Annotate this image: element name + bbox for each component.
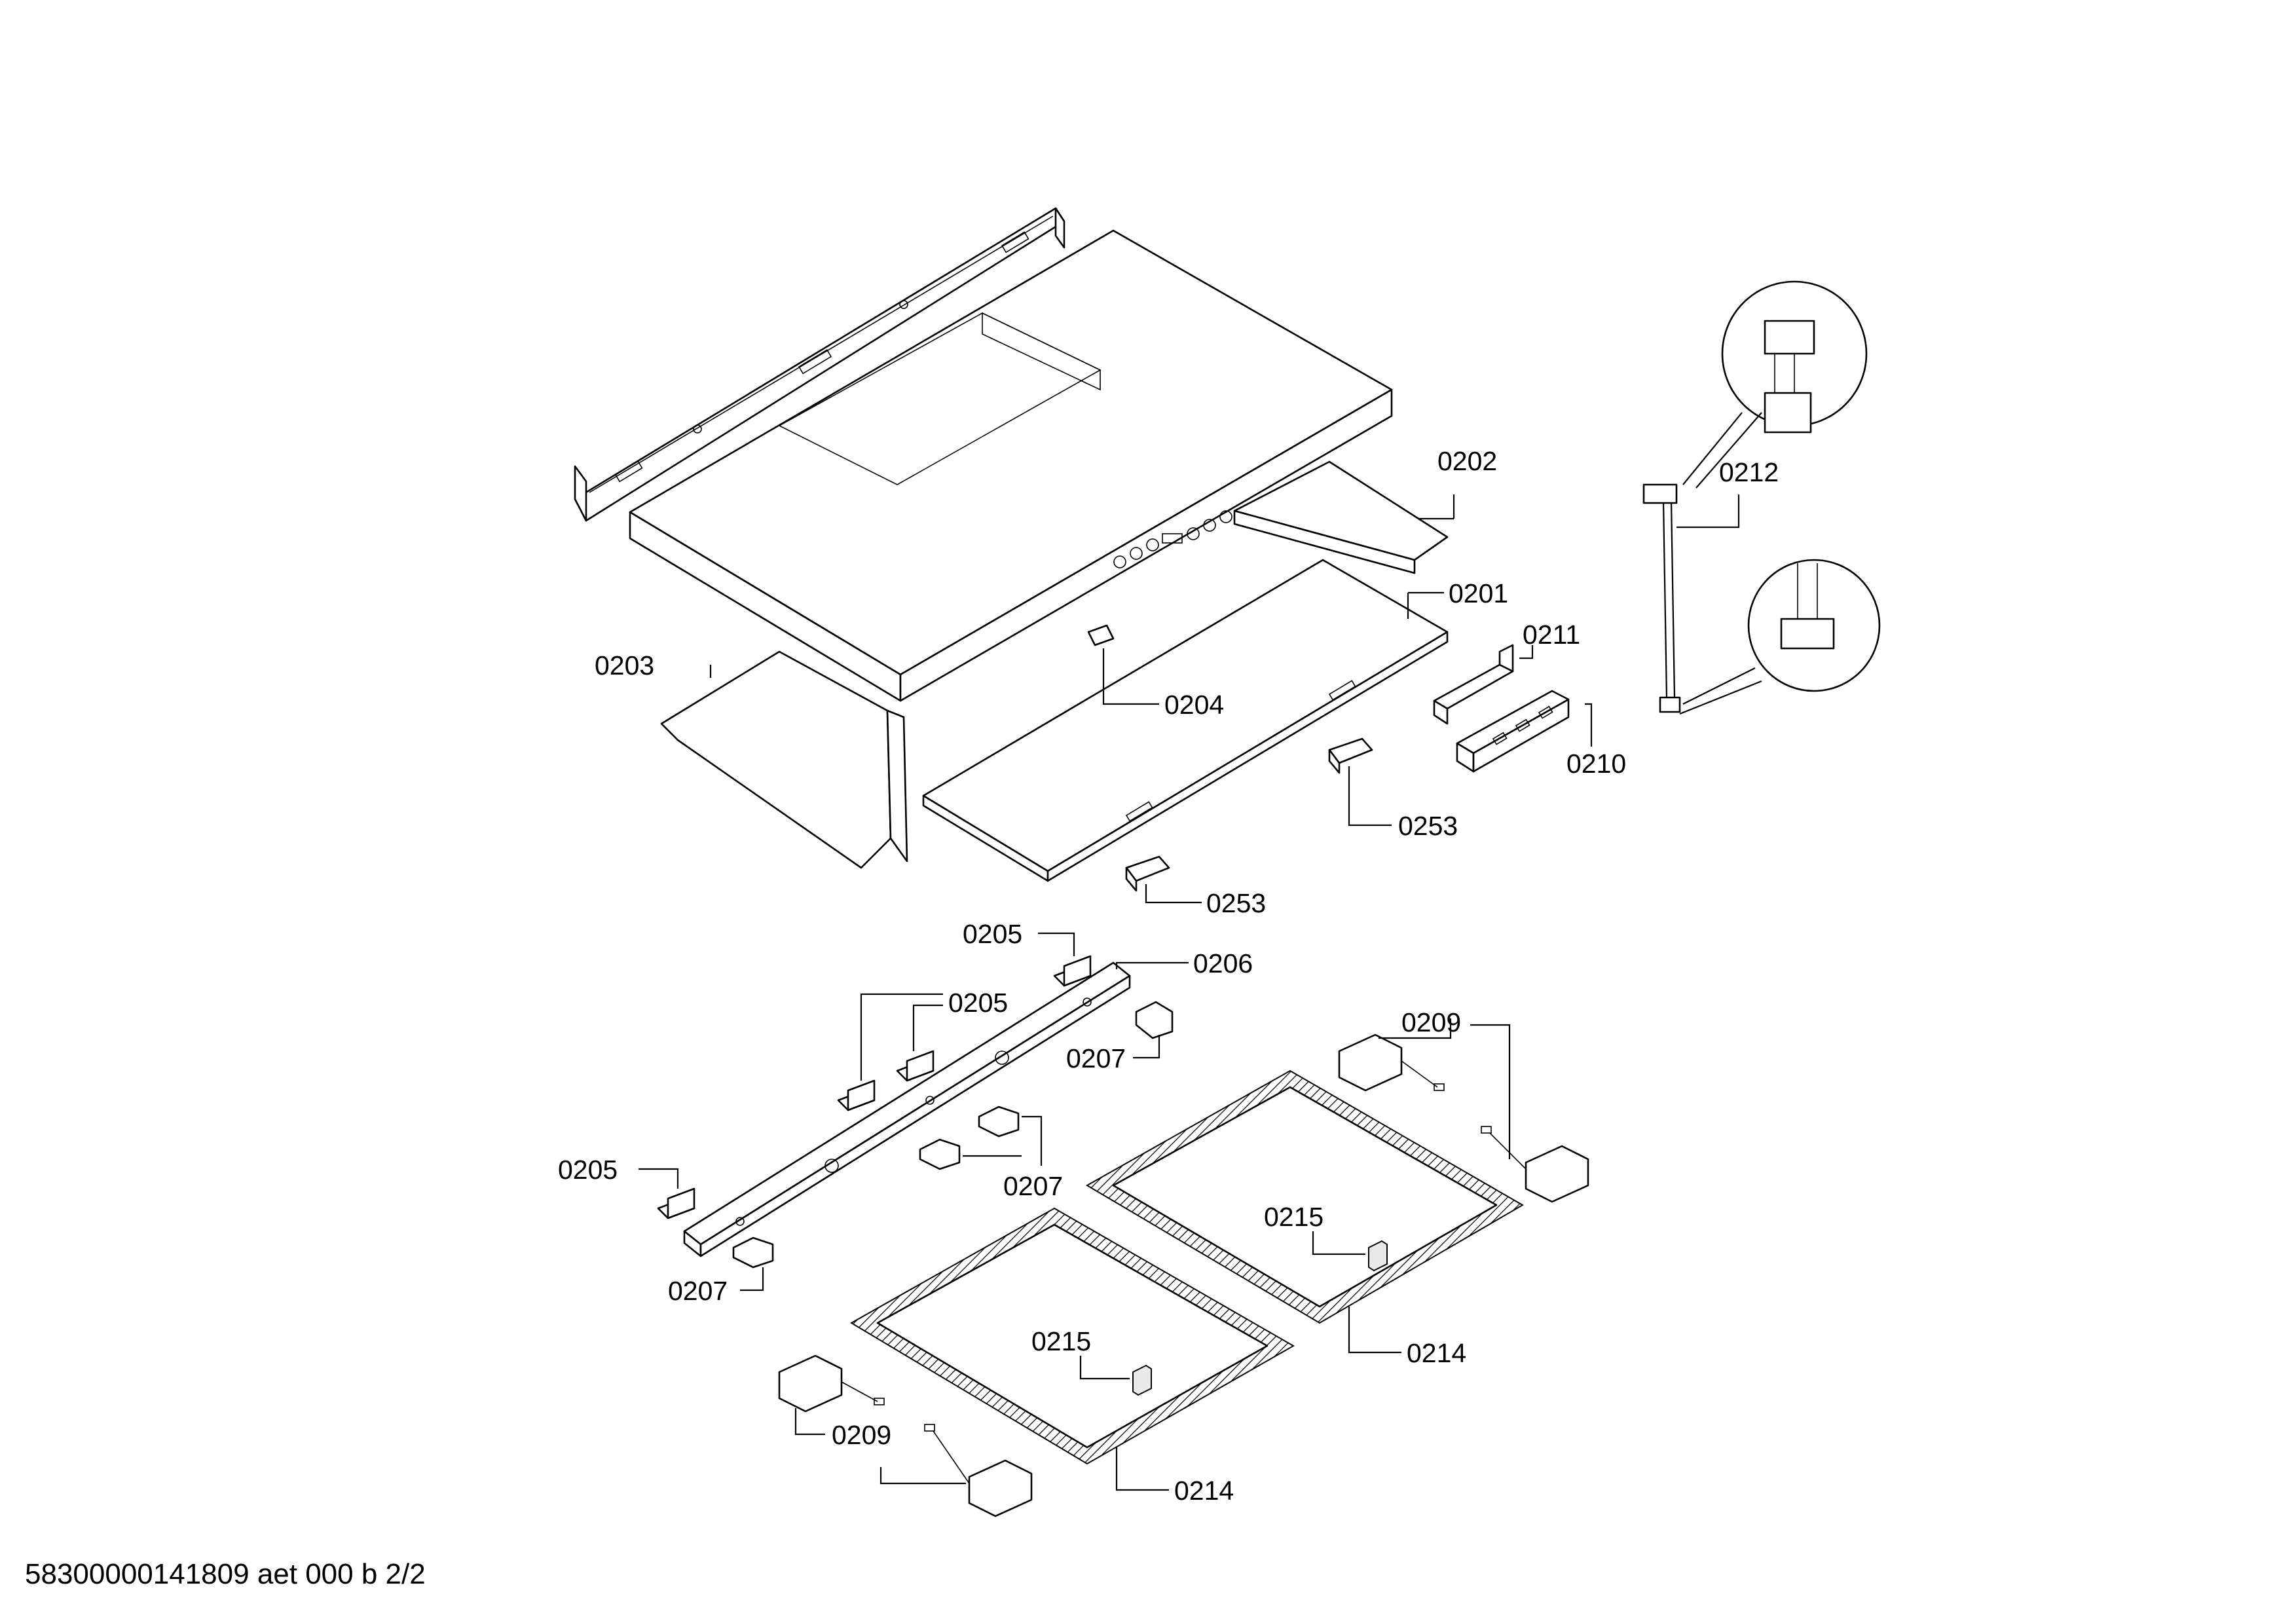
part-0207-guide-right: 0207: [1066, 1001, 1174, 1073]
part-0211-bracket: 0211: [1433, 620, 1580, 725]
part-0202-side-panel: 0202: [1233, 446, 1497, 574]
label-0202: 0202: [1437, 446, 1497, 476]
part-0215-handle-lower: 0215: [1031, 1326, 1152, 1396]
part-0205-bracket-top: 0205: [963, 919, 1092, 987]
part-0207-guide-middle: 0207: [919, 1106, 1063, 1201]
label-0207-middle: 0207: [1003, 1171, 1063, 1201]
label-0253-upper: 0253: [1398, 811, 1458, 841]
label-0206: 0206: [1193, 948, 1253, 978]
label-0207-left: 0207: [668, 1276, 728, 1306]
label-0209-lower: 0209: [832, 1420, 891, 1450]
part-0210-control-module: 0210: [1456, 690, 1626, 779]
label-0204: 0204: [1164, 690, 1224, 720]
part-0214-filter-upper: 0214: [1086, 1069, 1524, 1368]
label-0207-right: 0207: [1066, 1043, 1126, 1073]
label-0253-lower: 0253: [1206, 888, 1266, 918]
label-0210: 0210: [1566, 749, 1626, 779]
label-0214-lower: 0214: [1174, 1476, 1234, 1506]
part-0209-lamp-upper-right: 0209: [1338, 1007, 1589, 1203]
label-0205-top: 0205: [963, 919, 1022, 949]
hood-body: [629, 229, 1393, 702]
part-0207-guide-left: 0207: [668, 1236, 774, 1306]
label-0215-upper: 0215: [1264, 1202, 1324, 1232]
label-0201: 0201: [1449, 578, 1508, 608]
part-0205-bracket-middle: 0205: [837, 988, 1008, 1111]
part-0209-lamp-lower-left: 0209: [778, 1354, 1033, 1517]
label-0215-lower: 0215: [1031, 1326, 1091, 1356]
part-0214-filter-lower: 0214: [850, 1207, 1295, 1506]
label-0205-left: 0205: [558, 1155, 618, 1185]
part-0205-bracket-left: 0205: [558, 1155, 695, 1219]
label-0205-middle: 0205: [948, 988, 1008, 1018]
control-buttons: [1113, 510, 1232, 568]
part-0212-wire-harness: 0212: [1642, 280, 1881, 715]
label-0209-upper: 0209: [1401, 1007, 1461, 1037]
part-0201-bottom-panel: 0201: [922, 559, 1508, 882]
part-0203-side-panel: 0203: [595, 650, 908, 869]
part-0204-clip: 0204: [1087, 624, 1224, 720]
label-0203: 0203: [595, 650, 654, 680]
label-0212: 0212: [1719, 457, 1779, 487]
part-0215-handle-upper: 0215: [1264, 1202, 1388, 1272]
wall-mounting-rail: [574, 207, 1065, 522]
label-0214-upper: 0214: [1407, 1338, 1466, 1368]
part-0253-clip-lower: 0253: [1125, 855, 1266, 918]
label-0211: 0211: [1523, 620, 1580, 650]
drawing-reference: 58300000141809 aet 000 b 2/2: [25, 1558, 426, 1590]
part-0206-support-bar: 0206: [683, 948, 1253, 1257]
part-0253-clip-upper: 0253: [1328, 737, 1458, 841]
